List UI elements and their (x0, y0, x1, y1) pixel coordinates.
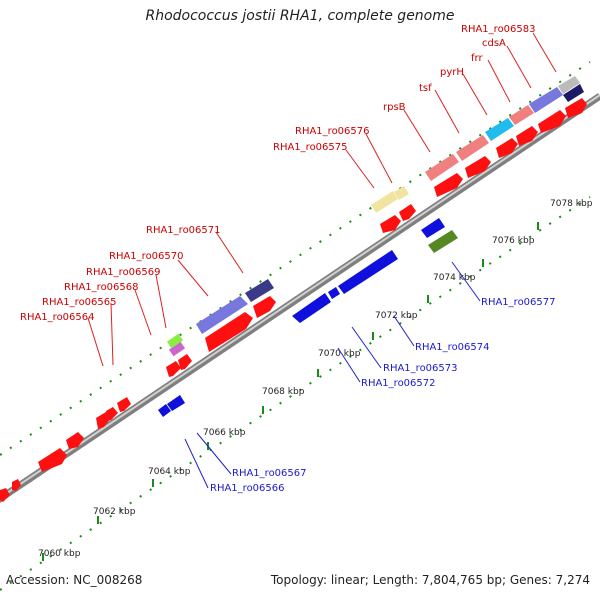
forward-gene[interactable] (106, 407, 118, 421)
scale-labels: 7060 kbp 7062 kbp 7064 kbp 7066 kbp 7068… (38, 199, 593, 559)
scale-label: 7060 kbp (38, 549, 81, 559)
forward-gene[interactable] (166, 333, 184, 349)
reverse-gene[interactable] (292, 293, 331, 323)
reverse-labels: RHA1_ro06566 RHA1_ro06567 RHA1_ro06572 R… (210, 297, 556, 494)
genome-summary-text: Topology: linear; Length: 7,804,765 bp; … (270, 573, 590, 587)
forward-gene[interactable] (516, 126, 538, 146)
gene-label[interactable]: RHA1_ro06570 (109, 251, 184, 262)
gene-label[interactable]: RHA1_ro06565 (42, 297, 117, 308)
gene-label[interactable]: rpsB (383, 102, 406, 113)
scale-label: 7062 kbp (93, 507, 136, 517)
forward-gene[interactable] (529, 87, 563, 113)
forward-genes (0, 76, 587, 502)
forward-gene[interactable] (538, 110, 566, 133)
forward-gene[interactable] (394, 186, 409, 200)
reverse-gene[interactable] (158, 404, 171, 417)
gene-label[interactable]: pyrH (440, 67, 464, 78)
gene-label[interactable]: cdsA (482, 38, 506, 49)
forward-gene[interactable] (66, 432, 84, 449)
gene-label[interactable]: RHA1_ro06571 (146, 225, 221, 236)
gene-label[interactable]: RHA1_ro06576 (295, 126, 370, 137)
forward-gene[interactable] (245, 279, 274, 302)
accession-text: Accession: NC_008268 (6, 573, 143, 587)
forward-gene[interactable] (196, 296, 248, 334)
scale-label: 7068 kbp (262, 387, 305, 397)
forward-gene[interactable] (563, 84, 584, 102)
forward-gene[interactable] (496, 138, 518, 158)
forward-label-lines (87, 32, 557, 367)
gene-label[interactable]: RHA1_ro06564 (20, 312, 95, 323)
forward-gene[interactable] (509, 105, 534, 125)
forward-gene[interactable] (434, 173, 463, 197)
forward-gene[interactable] (399, 204, 416, 221)
gene-label[interactable]: RHA1_ro06567 (232, 468, 307, 479)
scale-label: 7074 kbp (433, 273, 476, 283)
forward-gene[interactable] (558, 76, 580, 94)
reverse-gene[interactable] (328, 287, 340, 299)
forward-gene[interactable] (178, 354, 192, 370)
gene-label[interactable]: RHA1_ro06569 (86, 267, 161, 278)
reverse-label-lines (184, 261, 481, 489)
scale-label: 7078 kbp (550, 199, 593, 209)
genome-title: Rhodococcus jostii RHA1, complete genome (145, 8, 455, 24)
forward-gene[interactable] (205, 312, 253, 352)
gene-label[interactable]: RHA1_ro06575 (273, 142, 348, 153)
forward-gene[interactable] (253, 296, 276, 318)
gene-label[interactable]: RHA1_ro06574 (415, 342, 490, 353)
reverse-gene[interactable] (167, 395, 185, 411)
scale-label: 7070 kbp (318, 349, 361, 359)
forward-gene[interactable] (425, 154, 459, 181)
forward-labels: RHA1_ro06564 RHA1_ro06565 RHA1_ro06568 R… (20, 24, 536, 323)
scale-label: 7076 kbp (492, 236, 535, 246)
gene-label[interactable]: tsf (419, 83, 432, 94)
scale-label: 7064 kbp (148, 467, 191, 477)
forward-gene[interactable] (166, 361, 181, 377)
reverse-gene[interactable] (338, 250, 398, 294)
forward-gene[interactable] (38, 448, 67, 472)
forward-gene[interactable] (12, 479, 21, 491)
forward-gene[interactable] (485, 118, 514, 141)
gene-label[interactable]: frr (471, 53, 483, 64)
gene-label[interactable]: RHA1_ro06566 (210, 483, 285, 494)
scale-label: 7066 kbp (203, 428, 246, 438)
gene-label[interactable]: RHA1_ro06577 (481, 297, 556, 308)
reverse-gene[interactable] (421, 218, 445, 238)
forward-gene[interactable] (0, 488, 10, 502)
gene-label[interactable]: RHA1_ro06572 (361, 378, 436, 389)
forward-gene[interactable] (168, 341, 186, 357)
gene-label[interactable]: RHA1_ro06573 (383, 363, 458, 374)
forward-gene[interactable] (565, 98, 587, 118)
reverse-genes (158, 218, 458, 417)
genome-backbone (0, 93, 600, 503)
forward-gene[interactable] (465, 156, 491, 178)
scale-label: 7072 kbp (375, 311, 418, 321)
forward-gene[interactable] (117, 397, 131, 412)
reverse-gene[interactable] (428, 230, 458, 253)
forward-gene[interactable] (371, 191, 398, 213)
gene-label[interactable]: RHA1_ro06568 (64, 282, 139, 293)
gene-label[interactable]: RHA1_ro06583 (461, 24, 536, 35)
forward-gene[interactable] (456, 135, 489, 161)
forward-gene[interactable] (380, 215, 401, 233)
